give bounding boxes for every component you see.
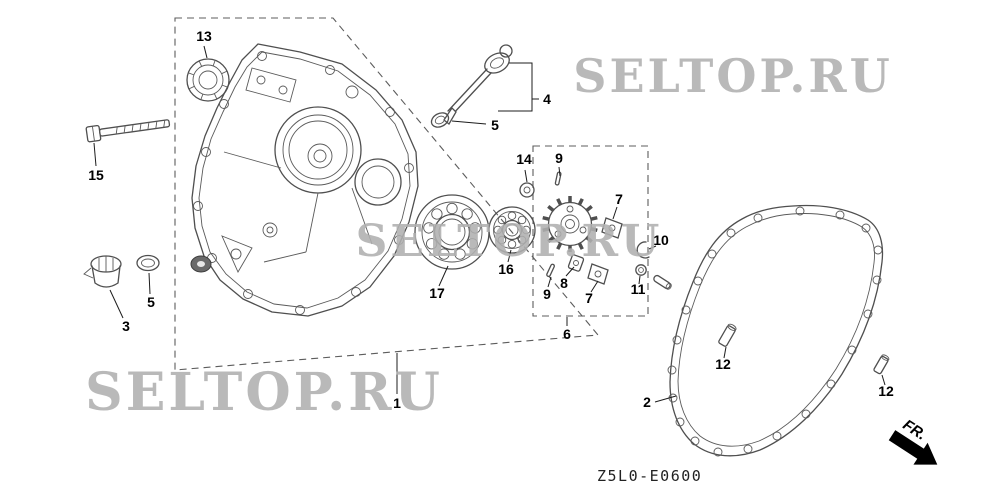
cover-inner-flange bbox=[198, 51, 411, 309]
filler-cap-tab bbox=[83, 267, 94, 279]
gasket-inner-outline bbox=[677, 213, 875, 447]
callout-4: 4 bbox=[543, 91, 551, 107]
oil-dipstick bbox=[443, 44, 513, 125]
dowel-pin-lower bbox=[873, 354, 890, 375]
cover-small-boss bbox=[345, 85, 359, 99]
oil-seal-hatching bbox=[188, 60, 228, 100]
callout-17: 17 bbox=[429, 285, 445, 301]
governor-pivot-pin bbox=[653, 274, 672, 290]
oil-seal bbox=[186, 58, 230, 102]
filler-cap-gasket bbox=[136, 254, 160, 272]
callout-9-lower: 9 bbox=[543, 286, 551, 302]
diagram-code: Z5L0-E0600 bbox=[597, 467, 702, 485]
cover-top-pad bbox=[245, 67, 297, 103]
governor-washer bbox=[635, 264, 647, 276]
governor-weight-upper bbox=[601, 217, 623, 239]
governor-dashed-box bbox=[532, 145, 649, 317]
callout-12-lower: 12 bbox=[878, 383, 894, 399]
cover-outline bbox=[191, 43, 419, 317]
callout-2: 2 bbox=[643, 394, 651, 410]
callout-3: 3 bbox=[122, 318, 130, 334]
governor-assembly-boundary bbox=[532, 145, 649, 317]
cover-ribs bbox=[223, 151, 373, 263]
bearing-large-balls bbox=[423, 202, 481, 260]
main-assembly-boundary bbox=[174, 17, 600, 371]
callout-5-dipstick: 5 bbox=[491, 117, 499, 133]
gasket-outer-outline bbox=[669, 204, 884, 457]
governor-gear bbox=[542, 196, 598, 252]
fr-direction-arrow: FR. bbox=[888, 416, 938, 465]
callout-7-upper: 7 bbox=[615, 191, 623, 207]
gasket-bolt-holes bbox=[667, 206, 883, 457]
watermark-center: SELTOP.RU bbox=[356, 216, 663, 267]
callout-15: 15 bbox=[88, 167, 104, 183]
cover-seal-boss bbox=[190, 255, 212, 273]
governor-gear-teeth bbox=[542, 196, 598, 252]
callout-13: 13 bbox=[196, 28, 212, 44]
callout-12-upper: 12 bbox=[715, 356, 731, 372]
cover-secondary-bore bbox=[354, 158, 402, 206]
watermark-top-right: SELTOP.RU bbox=[573, 49, 893, 103]
governor-pin-lower bbox=[546, 263, 555, 278]
callouts: 13 15 3 5 4 5 14 9 17 16 9 8 7 7 10 11 6… bbox=[88, 28, 894, 411]
callout-6: 6 bbox=[563, 326, 571, 342]
cover-center-boss-hole bbox=[266, 226, 274, 234]
callout-5-filler: 5 bbox=[147, 294, 155, 310]
callout-14: 14 bbox=[516, 151, 532, 167]
main-assembly-dashed-box bbox=[174, 17, 600, 371]
filler-cap-ribs bbox=[98, 256, 114, 272]
oil-filler-cap bbox=[83, 255, 122, 288]
cover-main-bore bbox=[274, 106, 362, 194]
bolt-threads bbox=[115, 120, 166, 135]
watermarks: SELTOP.RU SELTOP.RU SELTOP.RU bbox=[85, 49, 893, 423]
governor-slider bbox=[567, 254, 585, 272]
fr-arrow-shape bbox=[888, 430, 938, 465]
watermark-bottom-left: SELTOP.RU bbox=[85, 362, 443, 423]
crankcase-cover bbox=[190, 43, 419, 317]
flange-bolt bbox=[85, 119, 171, 143]
dipstick-washer bbox=[430, 112, 450, 128]
governor-pin-upper bbox=[554, 171, 562, 186]
governor-holder bbox=[636, 241, 650, 259]
plain-washer bbox=[519, 182, 535, 198]
governor-gear-assembly bbox=[542, 171, 623, 285]
ball-bearing-small bbox=[488, 206, 536, 254]
callout-11: 11 bbox=[631, 281, 646, 297]
cover-gasket bbox=[667, 204, 884, 457]
cover-drain-boss bbox=[221, 235, 253, 273]
dowel-pin-upper bbox=[718, 323, 737, 347]
callout-1: 1 bbox=[393, 395, 401, 411]
governor-weight-lower bbox=[587, 263, 609, 285]
cover-center-boss bbox=[262, 222, 278, 238]
callout-8: 8 bbox=[560, 275, 568, 291]
callout-10: 10 bbox=[653, 232, 669, 248]
callout-7-lower: 7 bbox=[585, 290, 593, 306]
dipstick-blade bbox=[443, 106, 457, 125]
bearing-small-balls bbox=[493, 211, 531, 249]
callout-leader-lines bbox=[93, 45, 886, 403]
callout-9-upper: 9 bbox=[555, 150, 563, 166]
callout-16: 16 bbox=[498, 261, 514, 277]
